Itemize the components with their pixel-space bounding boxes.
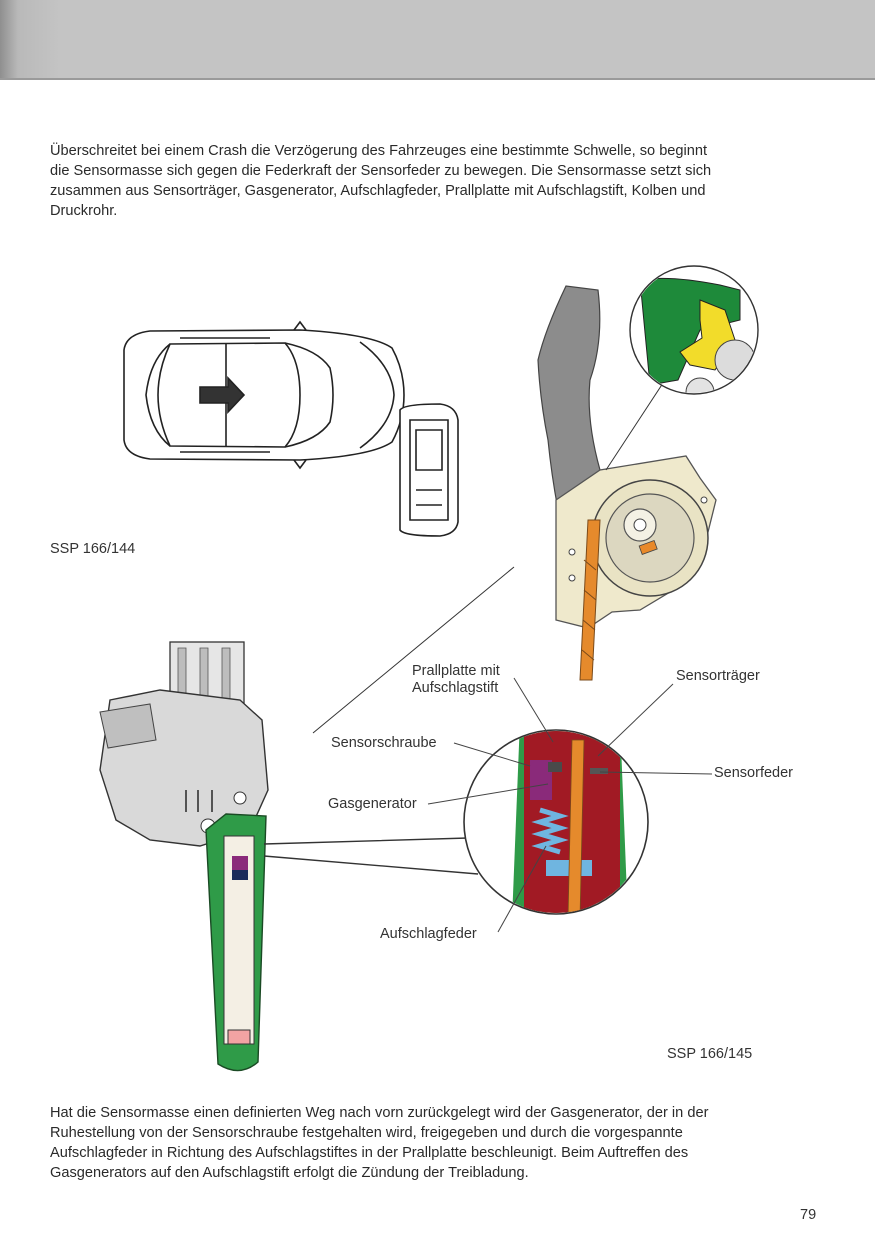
label-sensorschraube: Sensorschraube [331, 735, 437, 751]
car-mirror-top [293, 320, 307, 331]
direction-arrow [199, 375, 246, 415]
leader-lines [427, 677, 713, 933]
car-crash-illustration [123, 320, 459, 537]
cutaway-detail [463, 729, 649, 915]
retractor-rod [579, 519, 601, 681]
retractor-illustration [312, 265, 759, 734]
seat-belt-webbing [537, 285, 601, 522]
label-sensorfeder: Sensorfeder [714, 765, 793, 781]
figure-caption-1: SSP 166/144 [50, 541, 136, 557]
intro-paragraph: Überschreitet bei einem Crash die Verzög… [50, 143, 712, 219]
label-aufschlagfeder: Aufschlagfeder [380, 926, 477, 942]
label-prallplatte: Prallplatte mit Aufschlagstift [412, 663, 500, 696]
figure-caption-2: SSP 166/145 [667, 1046, 753, 1062]
header-band [0, 0, 875, 80]
car-rear-window [145, 343, 171, 447]
outro-paragraph: Hat die Sensormasse einen definierten We… [50, 1105, 709, 1181]
page-number: 79 [800, 1207, 817, 1223]
car-body [123, 329, 405, 461]
car-windshield [284, 342, 334, 448]
label-gasgenerator: Gasgenerator [328, 796, 417, 812]
label-sensortraeger: Sensorträger [676, 668, 760, 684]
spring-zigzag [531, 807, 569, 855]
header-edge [0, 78, 875, 80]
car-mirror-bottom [293, 459, 307, 470]
tensioner-unit [99, 641, 479, 1072]
